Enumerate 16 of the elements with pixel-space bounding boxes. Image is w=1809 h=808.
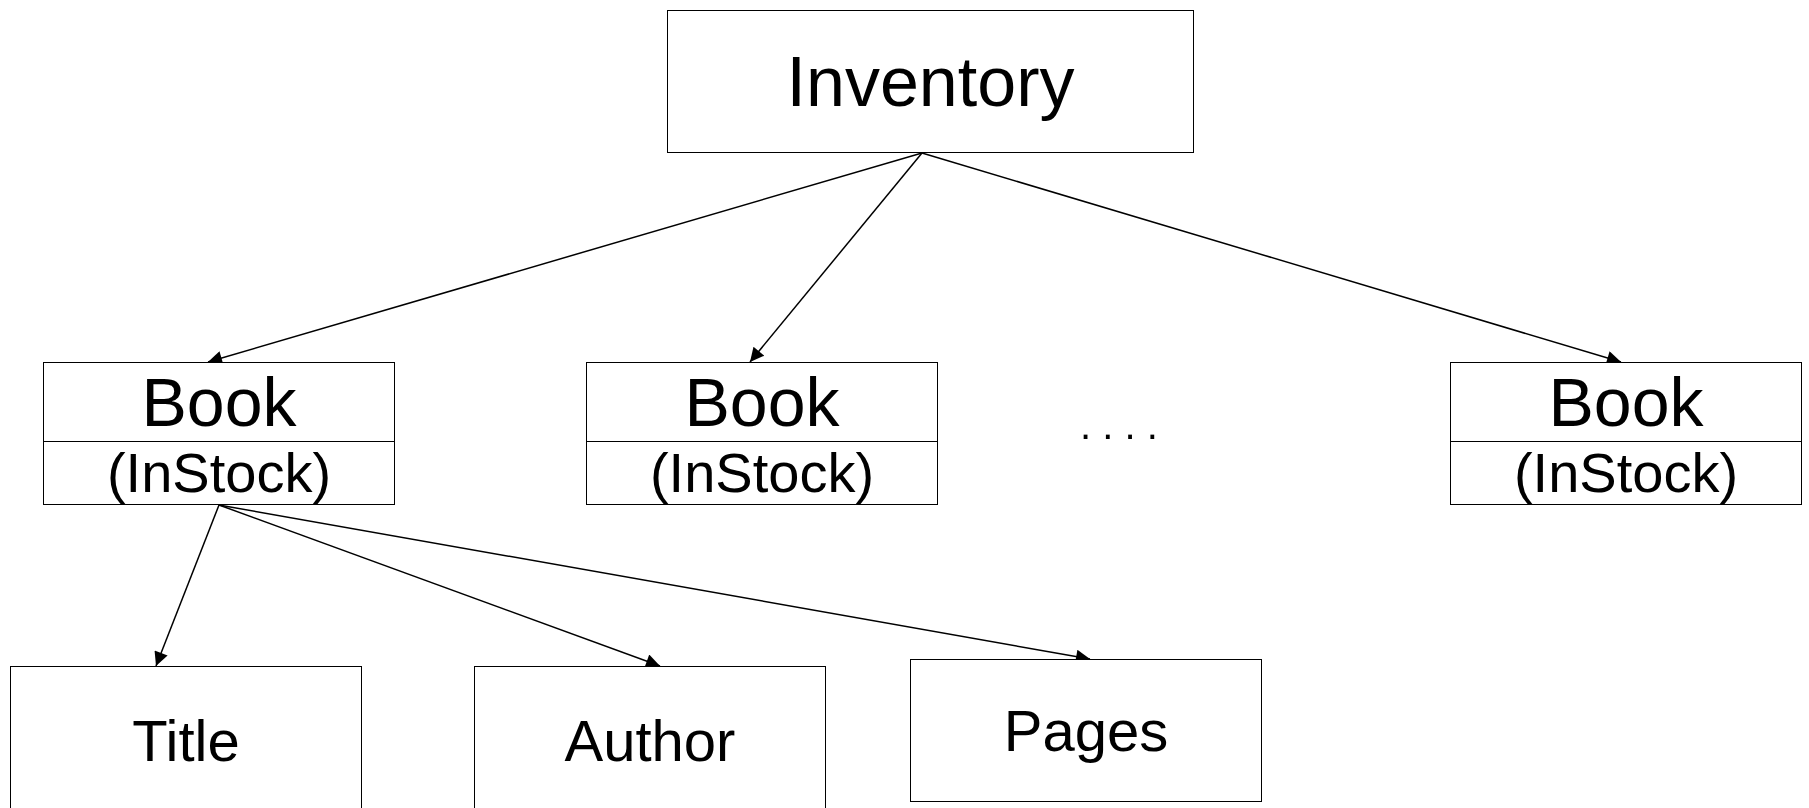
class-box	[43, 362, 395, 505]
entity-box	[474, 666, 826, 808]
ellipsis-label: . . . .	[1080, 405, 1158, 445]
entity-box	[667, 10, 1194, 153]
class-box	[1450, 362, 1802, 505]
arrow	[218, 504, 661, 668]
class-name: Book	[1548, 368, 1704, 436]
class-name: Book	[684, 368, 840, 436]
arrow	[154, 504, 220, 667]
node-label: Title	[132, 712, 240, 770]
class-name: Book	[141, 368, 297, 436]
arrow	[749, 152, 923, 363]
node-label: Author	[564, 712, 736, 770]
entity-box	[10, 666, 362, 808]
class-box	[586, 362, 938, 505]
entity-box	[910, 659, 1262, 802]
